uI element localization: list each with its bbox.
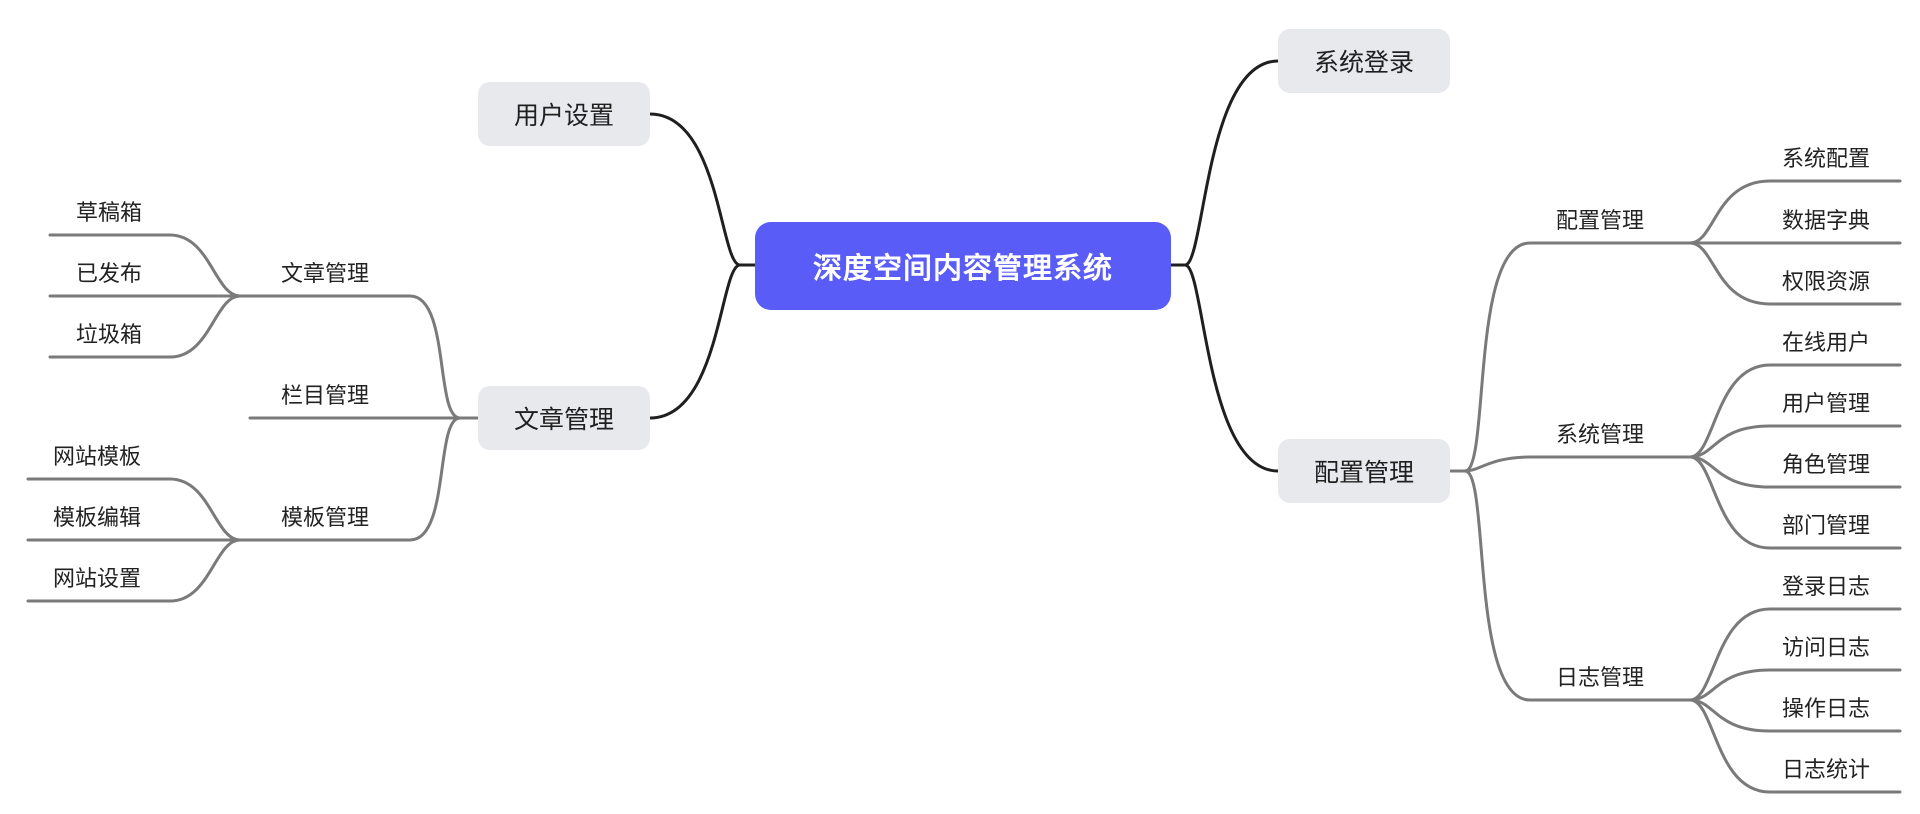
subbranch-template-management[interactable]: 模板管理 xyxy=(280,506,369,531)
link-root-to-config-mgmt xyxy=(1183,263,1280,473)
link-logs-to-login-log xyxy=(1688,607,1902,702)
leaf-access-log[interactable]: 访问日志 xyxy=(1781,636,1870,661)
subbranch-article-management[interactable]: 文章管理 xyxy=(280,262,369,287)
leaf-user-management[interactable]: 用户管理 xyxy=(1781,392,1870,417)
subbranch-system-management[interactable]: 系统管理 xyxy=(1555,423,1644,448)
link-config-to-system xyxy=(1463,455,1692,473)
link-article-to-templates xyxy=(238,416,462,542)
link-config-to-permissions xyxy=(1688,241,1902,306)
link-logs-to-operation-log xyxy=(1688,698,1902,733)
link-system-to-online-users xyxy=(1688,363,1902,459)
link-root-to-user-settings xyxy=(648,112,757,267)
leaf-permission-resources[interactable]: 权限资源 xyxy=(1781,270,1870,295)
leaf-role-management[interactable]: 角色管理 xyxy=(1781,453,1870,478)
leaf-site-settings[interactable]: 网站设置 xyxy=(53,567,142,592)
leaf-data-dictionary[interactable]: 数据字典 xyxy=(1781,209,1870,234)
link-system-to-dept-mgmt xyxy=(1688,455,1902,550)
link-config-to-logs xyxy=(1463,469,1692,702)
link-templates-to-site-templates xyxy=(26,477,242,542)
branch-user-settings[interactable]: 用户设置 xyxy=(478,82,650,146)
link-root-to-system-login xyxy=(1168,59,1280,267)
root-node[interactable]: 深度空间内容管理系统 xyxy=(755,222,1171,310)
link-system-to-user-mgmt xyxy=(1688,424,1902,459)
link-article-to-articles xyxy=(238,294,480,420)
leaf-operation-log[interactable]: 操作日志 xyxy=(1781,697,1870,722)
branch-article-management[interactable]: 文章管理 xyxy=(478,386,650,450)
leaf-template-edit[interactable]: 模板编辑 xyxy=(53,506,142,531)
link-config-to-config xyxy=(1448,241,1692,473)
leaf-published[interactable]: 已发布 xyxy=(76,262,143,287)
leaf-system-config[interactable]: 系统配置 xyxy=(1781,147,1870,172)
subbranch-log-management[interactable]: 日志管理 xyxy=(1555,666,1644,691)
link-logs-to-log-stats xyxy=(1688,698,1902,794)
leaf-department-management[interactable]: 部门管理 xyxy=(1781,514,1870,539)
subbranch-config-management[interactable]: 配置管理 xyxy=(1555,209,1644,234)
link-config-to-sys-config xyxy=(1688,179,1902,245)
link-articles-to-trash xyxy=(48,294,242,359)
leaf-site-templates[interactable]: 网站模板 xyxy=(53,445,142,470)
link-articles-to-drafts xyxy=(48,233,242,298)
link-templates-to-site-settings xyxy=(26,538,242,603)
leaf-online-users[interactable]: 在线用户 xyxy=(1781,331,1870,356)
link-logs-to-access-log xyxy=(1688,668,1902,702)
branch-system-login[interactable]: 系统登录 xyxy=(1278,29,1450,93)
leaf-drafts[interactable]: 草稿箱 xyxy=(76,201,143,226)
subbranch-column-management[interactable]: 栏目管理 xyxy=(280,384,369,409)
leaf-log-statistics[interactable]: 日志统计 xyxy=(1781,758,1870,783)
leaf-trash[interactable]: 垃圾箱 xyxy=(76,323,143,348)
branch-config-management[interactable]: 配置管理 xyxy=(1278,439,1450,503)
leaf-login-log[interactable]: 登录日志 xyxy=(1781,575,1870,600)
link-system-to-role-mgmt xyxy=(1688,455,1902,489)
link-root-to-article-mgmt xyxy=(648,263,742,420)
